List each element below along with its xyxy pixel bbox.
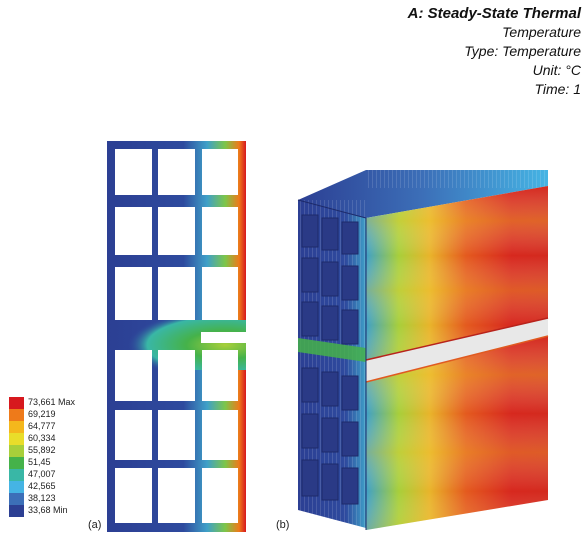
analysis-title: A: Steady-State Thermal xyxy=(407,5,581,22)
legend-swatch xyxy=(9,481,24,493)
legend-swatch xyxy=(9,469,24,481)
legend-label: 51,45 xyxy=(28,457,51,467)
legend-label: 42,565 xyxy=(28,481,56,491)
slot-cut xyxy=(201,332,247,343)
legend-row: 47,007 xyxy=(9,469,119,481)
legend-swatch xyxy=(9,457,24,469)
panel-a-label: (a) xyxy=(88,519,102,531)
legend-row: 55,892 xyxy=(9,445,119,457)
result-unit: Unit: °C xyxy=(532,62,581,78)
legend-row: 42,565 xyxy=(9,481,119,493)
legend-label: 60,334 xyxy=(28,433,56,443)
result-time: Time: 1 xyxy=(534,81,581,97)
panel-b-label: (b) xyxy=(276,519,290,531)
legend-swatch xyxy=(9,505,24,517)
legend-row: 64,777 xyxy=(9,421,119,433)
joint-gap xyxy=(366,318,548,382)
legend-swatch xyxy=(9,409,24,421)
temperature-legend: 73,661 Max 69,219 64,777 60,334 55,892 5… xyxy=(9,397,119,517)
legend-swatch xyxy=(9,421,24,433)
result-name: Temperature xyxy=(502,24,581,40)
legend-swatch xyxy=(9,397,24,409)
legend-swatch xyxy=(9,433,24,445)
result-header: A: Steady-State Thermal Temperature Type… xyxy=(408,4,581,99)
legend-row: 38,123 xyxy=(9,493,119,505)
panel-b-3d-block xyxy=(297,170,549,530)
legend-row: 33,68 Min xyxy=(9,505,119,517)
panel-a-cross-section xyxy=(107,141,247,532)
legend-swatch xyxy=(9,445,24,457)
result-type: Type: Temperature xyxy=(464,43,581,59)
legend-label: 69,219 xyxy=(28,409,56,419)
legend-row: 73,661 Max xyxy=(9,397,119,409)
side-cavities xyxy=(301,214,359,505)
legend-swatch xyxy=(9,493,24,505)
legend-row: 69,219 xyxy=(9,409,119,421)
legend-label: 64,777 xyxy=(28,421,56,431)
legend-label: 33,68 Min xyxy=(28,505,68,515)
legend-label: 38,123 xyxy=(28,493,56,503)
legend-row: 51,45 xyxy=(9,457,119,469)
legend-row: 60,334 xyxy=(9,433,119,445)
legend-label: 47,007 xyxy=(28,469,56,479)
cavity-grid xyxy=(115,149,238,523)
legend-label: 55,892 xyxy=(28,445,56,455)
legend-label: 73,661 Max xyxy=(28,397,76,407)
